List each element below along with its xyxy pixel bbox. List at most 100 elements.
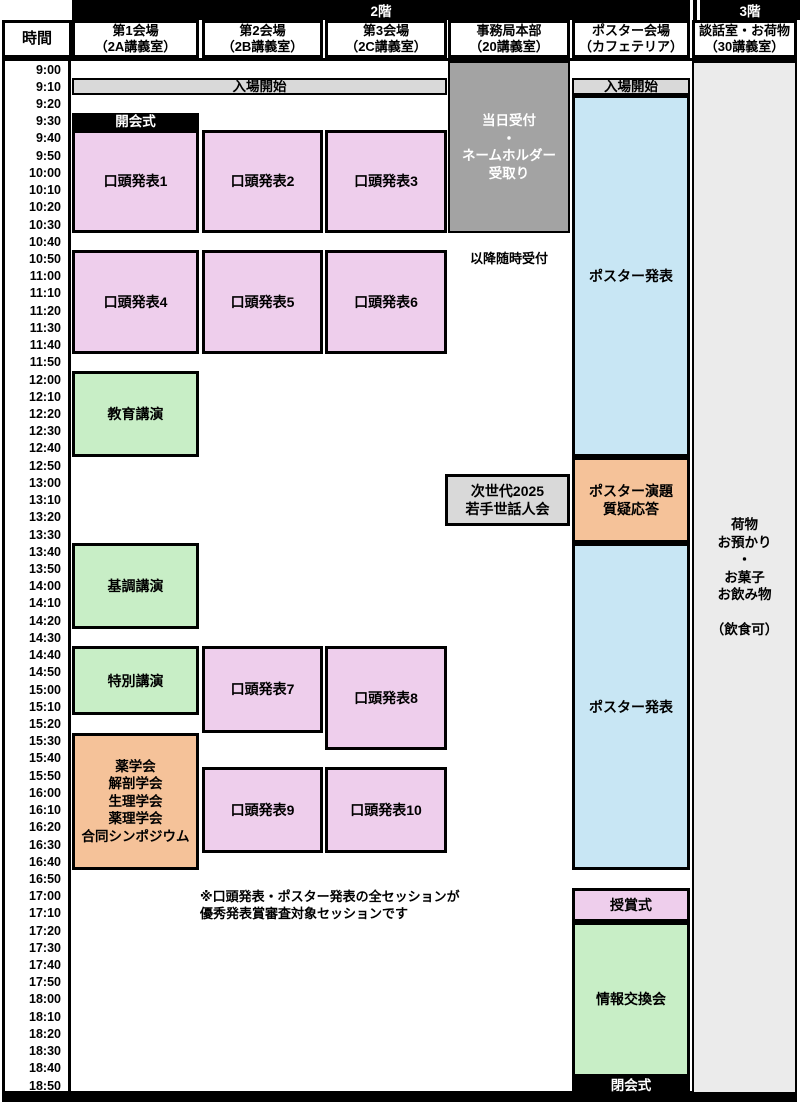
session-oral-presentation-4: 口頭発表4 xyxy=(72,250,199,354)
session-label: ポスター発表 xyxy=(589,698,673,715)
time-label: 18:30 xyxy=(29,1044,61,1059)
award-note-line-1: ※口頭発表・ポスター発表の全セッションが xyxy=(200,889,460,904)
session-label: 開会式 xyxy=(115,113,156,129)
session-label: 口頭発表3 xyxy=(354,173,418,190)
session-label: 閉会式 xyxy=(610,1077,652,1093)
venue-room: （2C講義室） xyxy=(345,39,427,54)
header-cell-office: 事務局本部（20講義室） xyxy=(448,20,570,58)
session-oral-presentation-3: 口頭発表3 xyxy=(325,129,447,234)
time-label: 14:20 xyxy=(29,613,61,628)
bottom-border-bar xyxy=(2,1093,797,1102)
time-label: 13:30 xyxy=(29,527,61,542)
header-cell-venue-3: 第3会場（2C講義室） xyxy=(325,20,447,58)
time-label: 9:50 xyxy=(35,148,61,163)
session-label: 入場開始 xyxy=(232,79,287,95)
session-oral-presentation-2: 口頭発表2 xyxy=(202,129,323,234)
time-label: 12:30 xyxy=(29,424,61,439)
time-label: 10:00 xyxy=(29,165,61,180)
time-label: 10:20 xyxy=(29,200,61,215)
session-special-lecture: 特別講演 xyxy=(72,646,199,716)
session-label: 授賞式 xyxy=(610,896,652,913)
header-cell-lounge: 談話室・お荷物（30講義室） xyxy=(692,20,797,58)
time-label: 13:50 xyxy=(29,561,61,576)
session-oral-presentation-1: 口頭発表1 xyxy=(72,129,199,234)
time-label: 15:40 xyxy=(29,751,61,766)
time-label: 18:00 xyxy=(29,992,61,1007)
time-label: 11:30 xyxy=(29,320,61,335)
venue-name: 談話室・お荷物 xyxy=(698,22,790,38)
session-entry-open-main: 入場開始 xyxy=(72,78,447,96)
time-label: 9:20 xyxy=(35,97,61,112)
time-label: 11:10 xyxy=(29,286,61,301)
session-label: お預かり xyxy=(717,534,772,550)
time-label: 16:50 xyxy=(29,871,61,886)
session-label: ・ xyxy=(502,130,516,146)
time-label: 9:00 xyxy=(35,62,61,77)
session-joint-symposium: 薬学会解剖学会生理学会薬理学会合同シンポジウム xyxy=(72,732,199,871)
session-poster-session-2: ポスター発表 xyxy=(572,543,690,871)
session-label: 口頭発表6 xyxy=(354,293,418,310)
session-label: 解剖学会 xyxy=(108,776,163,792)
time-label: 9:30 xyxy=(35,114,61,129)
time-label: 16:30 xyxy=(29,837,61,852)
session-poster-qa: ポスター演題質疑応答 xyxy=(572,457,690,544)
time-label: 11:40 xyxy=(29,338,61,353)
time-label: 15:10 xyxy=(29,699,61,714)
time-label: 17:30 xyxy=(29,940,61,955)
session-label: お菓子 xyxy=(724,569,765,585)
time-label: 17:10 xyxy=(29,906,61,921)
floor-2-bar: 2階 xyxy=(72,0,690,20)
time-label: 13:00 xyxy=(29,475,61,490)
time-label: 18:10 xyxy=(29,1009,61,1024)
floor-3-bar: 3階 xyxy=(700,0,800,20)
session-oral-presentation-9: 口頭発表9 xyxy=(202,767,323,854)
session-label: 当日受付 xyxy=(482,113,536,128)
time-label: 14:30 xyxy=(29,630,61,645)
session-same-day-reception: 当日受付・ネームホルダー受取り xyxy=(448,61,570,234)
session-label: 以降随時受付 xyxy=(469,250,548,266)
session-label: 口頭発表8 xyxy=(354,690,418,707)
venue-room: （30講義室） xyxy=(704,39,785,54)
session-label: 合同シンポジウム xyxy=(81,828,190,844)
session-oral-presentation-8: 口頭発表8 xyxy=(325,646,447,750)
time-label: 18:40 xyxy=(29,1061,61,1076)
session-label: 口頭発表5 xyxy=(230,293,295,310)
session-label: 若手世話人会 xyxy=(465,501,550,518)
time-label: 14:40 xyxy=(29,648,61,663)
time-label: 10:40 xyxy=(29,234,61,249)
time-label: 16:00 xyxy=(29,785,61,800)
session-closing-ceremony: 閉会式 xyxy=(572,1076,690,1095)
session-label: 情報交換会 xyxy=(596,991,666,1008)
time-label: 12:40 xyxy=(29,441,61,456)
session-oral-presentation-6: 口頭発表6 xyxy=(325,250,447,354)
time-label: 18:20 xyxy=(29,1026,61,1041)
session-label: お飲み物 xyxy=(717,587,772,603)
session-reception-anytime: 以降随時受付 xyxy=(448,250,570,267)
session-entry-open-poster: 入場開始 xyxy=(572,78,690,96)
venue-room: （カフェテリア） xyxy=(578,39,683,54)
session-opening-ceremony: 開会式 xyxy=(72,112,199,130)
time-label: 11:00 xyxy=(29,269,61,284)
time-label: 12:20 xyxy=(29,407,61,421)
time-label: 10:10 xyxy=(29,183,61,198)
session-label: ポスター発表 xyxy=(589,268,673,285)
session-label: 質疑応答 xyxy=(603,501,659,518)
header-cell-venue-1: 第1会場（2A講義室） xyxy=(72,20,199,58)
time-label: 11:20 xyxy=(29,303,61,318)
session-label: 入場開始 xyxy=(604,79,658,95)
session-oral-presentation-7: 口頭発表7 xyxy=(202,646,323,733)
session-label: ・ xyxy=(737,552,752,568)
session-networking-session: 情報交換会 xyxy=(572,922,690,1077)
session-label: 口頭発表1 xyxy=(103,173,168,190)
time-label: 14:50 xyxy=(29,665,61,680)
session-luggage-room: 荷物お預かり・お菓子お飲み物 （飲食可） xyxy=(692,61,797,1095)
session-label: 口頭発表10 xyxy=(350,801,422,818)
session-poster-session-1: ポスター発表 xyxy=(572,95,690,458)
time-label: 9:40 xyxy=(35,131,61,146)
venue-name: 第2会場 xyxy=(239,22,286,38)
time-label: 17:50 xyxy=(29,975,61,990)
time-label: 12:10 xyxy=(29,389,61,404)
header-cell-poster: ポスター会場（カフェテリア） xyxy=(572,20,690,58)
time-label: 16:20 xyxy=(29,820,61,835)
